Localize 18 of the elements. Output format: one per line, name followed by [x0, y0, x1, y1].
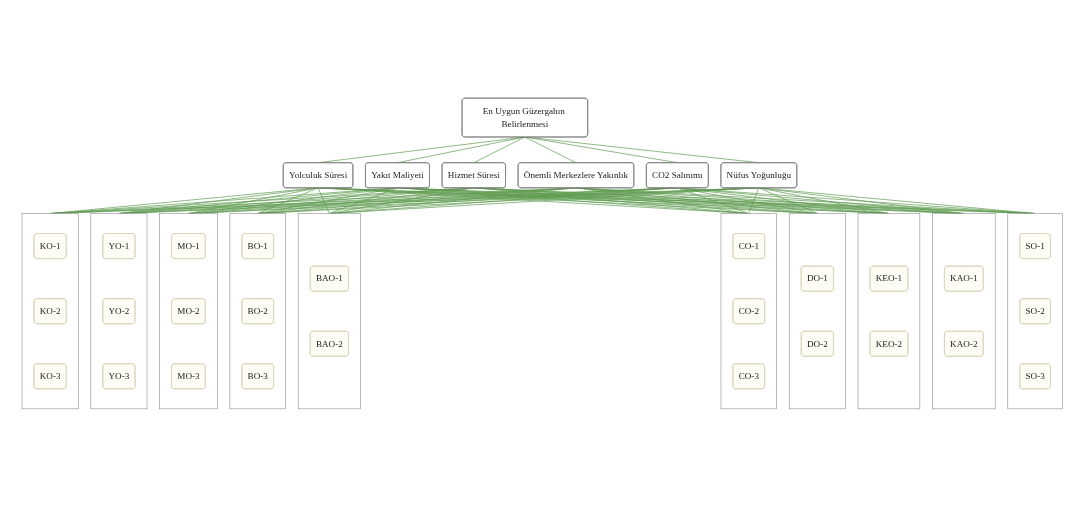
cluster — [90, 213, 148, 410]
connector — [257, 187, 398, 214]
connector — [748, 187, 760, 214]
cluster — [788, 213, 846, 410]
cluster — [21, 213, 79, 410]
connector — [329, 187, 398, 214]
connector — [473, 136, 526, 164]
cluster — [159, 213, 218, 410]
cluster — [1007, 213, 1063, 410]
connector — [677, 187, 818, 214]
cluster — [229, 213, 286, 410]
cluster — [857, 213, 921, 410]
cluster — [720, 213, 777, 410]
connector — [317, 187, 330, 214]
cluster — [297, 213, 361, 410]
connector — [758, 187, 818, 214]
connector — [257, 187, 319, 214]
cluster — [932, 213, 996, 410]
